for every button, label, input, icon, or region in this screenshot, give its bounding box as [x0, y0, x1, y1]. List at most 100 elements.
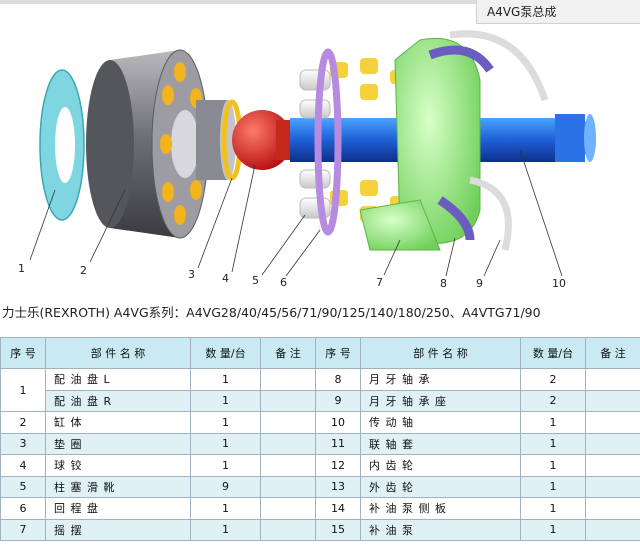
series-subtitle: 力士乐(REXROTH) A4VG系列：A4VG28/40/45/56/71/9… — [2, 305, 541, 320]
drive-shaft-part — [555, 114, 596, 162]
cell-note — [260, 454, 316, 477]
cell-note — [260, 432, 316, 455]
cell-name: 配 油 盘 R — [45, 389, 191, 412]
cell-qty: 1 — [520, 411, 586, 434]
cell-seq: 14 — [315, 497, 361, 520]
cell-note — [585, 454, 640, 477]
callout-5: 5 — [252, 274, 259, 287]
callout-3: 3 — [188, 268, 195, 281]
cell-name: 摇 摆 — [45, 518, 191, 541]
table-row: 1 配 油 盘 L 1 8 月 牙 轴 承 2 — [0, 368, 640, 412]
cell-note — [585, 497, 640, 520]
cell-qty: 1 — [190, 454, 261, 477]
cell-seq: 10 — [315, 411, 361, 434]
cell-name: 缸 体 — [45, 411, 191, 434]
cell-qty: 1 — [520, 518, 586, 541]
cell-seq: 3 — [0, 432, 46, 455]
table-row: 3 垫 圈 1 11 联 轴 套 1 — [0, 432, 640, 455]
callout-6: 6 — [280, 276, 287, 289]
callout-7: 7 — [376, 276, 383, 289]
table-row: 4 球 铰 1 12 内 齿 轮 1 — [0, 454, 640, 477]
cell-qty: 2 — [520, 389, 586, 412]
header-strip — [0, 0, 476, 4]
cell-note — [260, 518, 316, 541]
cell-qty: 1 — [520, 497, 586, 520]
assembly-title: A4VG泵总成 — [476, 0, 640, 24]
header-qty-right: 数 量/台 — [520, 337, 586, 369]
header-seq-right: 序 号 — [315, 337, 361, 369]
cell-note — [585, 432, 640, 455]
cell-seq: 5 — [0, 475, 46, 498]
cell-note — [260, 475, 316, 498]
cell-name: 传 动 轴 — [360, 411, 521, 434]
cell-name: 外 齿 轮 — [360, 475, 521, 498]
bearing-seat-part — [449, 30, 549, 251]
cell-qty: 1 — [190, 497, 261, 520]
cell-note — [585, 389, 640, 412]
cell-qty: 1 — [190, 432, 261, 455]
cell-note — [260, 497, 316, 520]
cell-name: 补 油 泵 侧 板 — [360, 497, 521, 520]
callout-4: 4 — [222, 272, 229, 285]
cell-seq: 4 — [0, 454, 46, 477]
cell-note — [585, 518, 640, 541]
callout-9: 9 — [476, 277, 483, 290]
cell-note — [585, 368, 640, 391]
table-header-row: 序 号 部 件 名 称 数 量/台 备 注 序 号 部 件 名 称 数 量/台 … — [0, 337, 640, 369]
cradle-bearing-part — [428, 45, 494, 241]
cell-note — [260, 411, 316, 434]
cell-qty: 1 — [520, 432, 586, 455]
cell-note — [260, 368, 316, 391]
callout-1: 1 — [18, 262, 25, 275]
cell-seq: 6 — [0, 497, 46, 520]
callout-10: 10 — [552, 277, 566, 290]
valve-plate-part — [39, 69, 85, 221]
table-row: 7 摇 摆 1 15 补 油 泵 1 — [0, 518, 640, 541]
leader-lines — [29, 149, 563, 277]
header-name-left: 部 件 名 称 — [45, 337, 191, 369]
header-qty-left: 数 量/台 — [190, 337, 261, 369]
cell-seq: 11 — [315, 432, 361, 455]
cell-seq: 8 — [315, 368, 361, 391]
header-name-right: 部 件 名 称 — [360, 337, 521, 369]
exploded-pump-diagram: 1 2 3 4 5 6 7 8 9 10 — [0, 0, 596, 290]
cell-name: 月 牙 轴 承 座 — [360, 389, 521, 412]
cell-seq: 12 — [315, 454, 361, 477]
table-row: 5 柱 塞 滑 靴 9 13 外 齿 轮 1 — [0, 475, 640, 498]
cell-name: 联 轴 套 — [360, 432, 521, 455]
cell-name: 补 油 泵 — [360, 518, 521, 541]
cell-seq: 15 — [315, 518, 361, 541]
retainer-plate-part — [314, 48, 342, 236]
table-row: 6 回 程 盘 1 14 补 油 泵 侧 板 1 — [0, 497, 640, 520]
cell-seq: 9 — [315, 389, 361, 412]
cell-note — [585, 411, 640, 434]
cell-seq: 13 — [315, 475, 361, 498]
cell-name: 垫 圈 — [45, 432, 191, 455]
cell-qty: 1 — [520, 454, 586, 477]
cell-seq: 2 — [0, 411, 46, 434]
parts-table: 序 号 部 件 名 称 数 量/台 备 注 序 号 部 件 名 称 数 量/台 … — [0, 337, 640, 541]
cell-qty: 9 — [190, 475, 261, 498]
cylinder-block-part — [86, 49, 236, 239]
cell-name: 球 铰 — [45, 454, 191, 477]
cell-note — [585, 475, 640, 498]
header-seq-left: 序 号 — [0, 337, 46, 369]
cell-name: 月 牙 轴 承 — [360, 368, 521, 391]
table-row: 2 缸 体 1 10 传 动 轴 1 — [0, 411, 640, 434]
cell-name: 柱 塞 滑 靴 — [45, 475, 191, 498]
callout-2: 2 — [80, 264, 87, 277]
cell-qty: 1 — [190, 389, 261, 412]
header-note-left: 备 注 — [260, 337, 316, 369]
cell-qty: 1 — [190, 518, 261, 541]
cell-qty: 2 — [520, 368, 586, 391]
cell-note — [260, 389, 316, 412]
cell-qty: 1 — [190, 411, 261, 434]
cell-name: 回 程 盘 — [45, 497, 191, 520]
cell-name: 配 油 盘 L — [45, 368, 191, 391]
header-note-right: 备 注 — [585, 337, 640, 369]
cell-name: 内 齿 轮 — [360, 454, 521, 477]
callout-8: 8 — [440, 277, 447, 290]
cell-seq: 7 — [0, 518, 46, 541]
swashplate-part — [359, 37, 481, 251]
cell-qty: 1 — [520, 475, 586, 498]
